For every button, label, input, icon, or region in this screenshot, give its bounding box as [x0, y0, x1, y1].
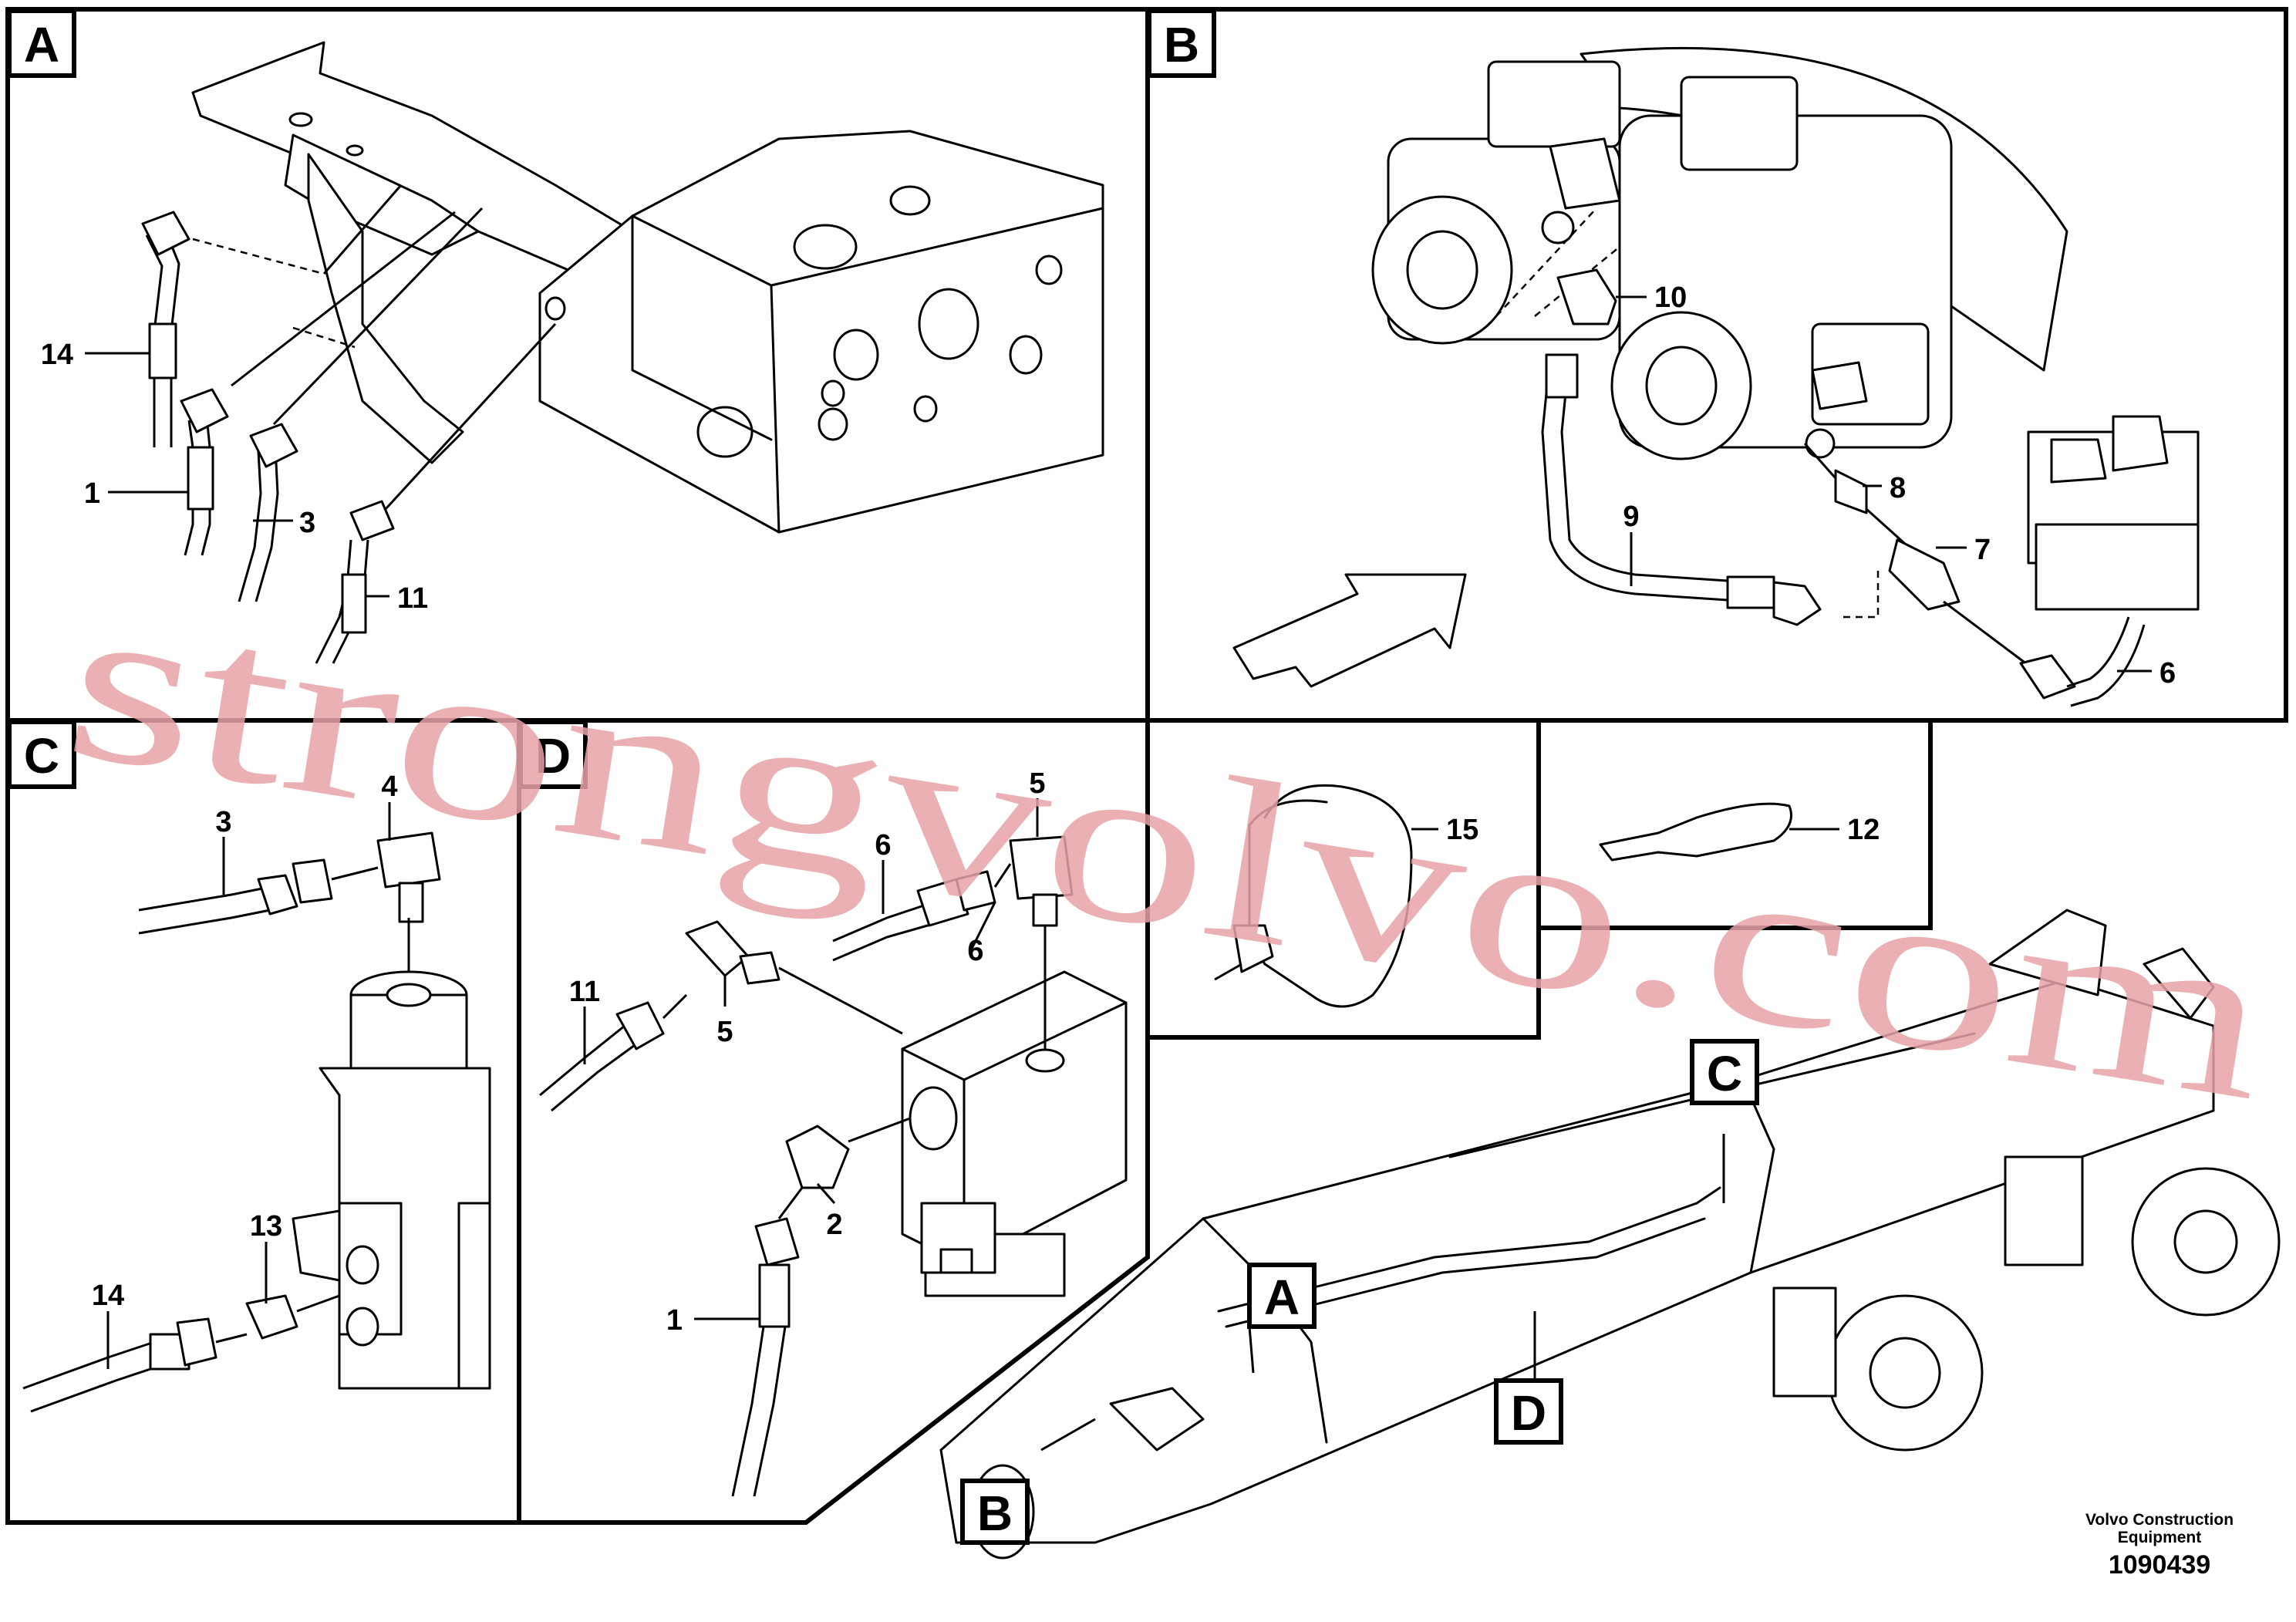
svg-text:D: D: [1511, 1385, 1546, 1441]
label-d-1: 1: [666, 1304, 683, 1337]
panel-tag-c: C: [7, 720, 76, 789]
label-b-6: 6: [2159, 657, 2176, 690]
label-c-4: 4: [381, 771, 397, 803]
label-d-2: 2: [826, 1209, 842, 1241]
label-tie-12: 12: [1847, 814, 1880, 846]
cable-tie-drawing: [1599, 802, 1839, 862]
svg-text:A: A: [1264, 1270, 1300, 1325]
label-b-7: 7: [1974, 534, 1991, 566]
svg-text:C: C: [24, 728, 59, 784]
label-b-10: 10: [1654, 282, 1687, 314]
label-c-14: 14: [92, 1280, 124, 1312]
label-b-9: 9: [1623, 501, 1639, 533]
overview-callout-a: A: [1247, 1263, 1317, 1329]
label-d-11: 11: [569, 976, 600, 1008]
panel-tag-d: D: [518, 720, 588, 789]
svg-text:C: C: [1707, 1046, 1742, 1101]
label-d-6-lower: 6: [967, 935, 983, 967]
label-c-3: 3: [215, 806, 231, 838]
label-a-11: 11: [397, 582, 428, 615]
panel-tag-a: A: [7, 8, 76, 78]
svg-text:A: A: [24, 17, 59, 73]
overview-callout-d: D: [1494, 1378, 1563, 1445]
label-d-6-top: 6: [875, 829, 891, 862]
panel-b-drawing: [1232, 46, 2200, 707]
label-a-3: 3: [299, 507, 315, 539]
label-clamp-15: 15: [1446, 814, 1478, 846]
svg-text:B: B: [977, 1485, 1013, 1541]
panel-c-drawing: [22, 802, 491, 1413]
svg-text:B: B: [1164, 17, 1199, 73]
svg-text:D: D: [535, 728, 571, 784]
drawing-number: 1090439: [2109, 1550, 2210, 1580]
label-a-14: 14: [41, 339, 73, 371]
panel-d-drawing: [539, 798, 1128, 1497]
label-a-1: 1: [84, 477, 100, 510]
overview-callout-c: C: [1690, 1039, 1759, 1105]
footer-company-line2: Equipment: [2118, 1529, 2202, 1546]
panel-tag-b: B: [1147, 8, 1216, 78]
clamp-drawing: [1214, 784, 1438, 1008]
footer-company-line1: Volvo Construction: [2085, 1511, 2234, 1529]
overview-callout-b: B: [960, 1479, 1030, 1545]
label-d-5-top: 5: [1029, 767, 1045, 800]
label-b-8: 8: [1890, 472, 1906, 504]
panel-a-drawing: [85, 41, 1104, 664]
label-d-5-left: 5: [716, 1016, 733, 1048]
label-c-13: 13: [250, 1210, 282, 1243]
